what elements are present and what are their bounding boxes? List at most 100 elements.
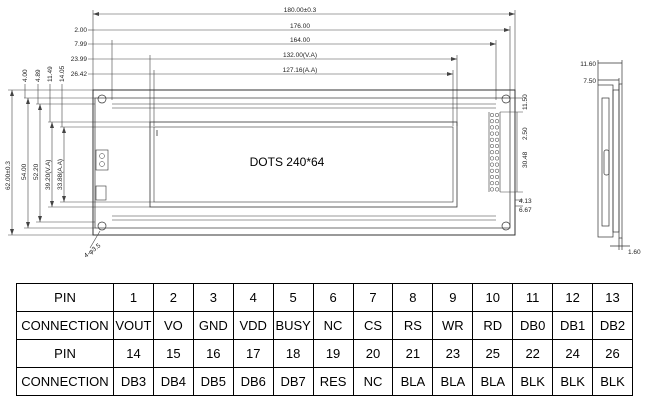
pin-signal-cell: BLA: [392, 367, 434, 396]
pin-signal-cell: DB7: [272, 367, 314, 396]
pin-number-cell: 3: [192, 283, 234, 312]
dim-2-5: 2.50: [522, 127, 529, 140]
pin-signal-cell: BLK: [592, 367, 633, 396]
dim-11-6: 11.60: [580, 61, 596, 68]
pin-signal-cell: DB4: [152, 367, 194, 396]
dim-30-48: 30.48: [522, 151, 529, 168]
pin-number-cell: 19: [312, 339, 354, 368]
pin-number-cell: 5: [272, 283, 314, 312]
connector-pin-hole: [489, 150, 495, 155]
dim-overall-width: 180.00±0.3: [284, 7, 317, 14]
left-dimensions: [8, 84, 154, 236]
pin-number-cell: 18: [272, 339, 314, 368]
connector-pin-hole: [494, 187, 500, 192]
pin-number-cell: 21: [392, 339, 434, 368]
display-resolution-label: DOTS 240*64: [250, 155, 325, 169]
dim-offset-7-99: 7.99: [74, 41, 87, 48]
pin-signal-cell: DB0: [512, 311, 554, 340]
connector-pin-hole: [489, 181, 495, 186]
pin-signal-cell: BUSY: [272, 311, 314, 340]
pin-number-cell: 13: [592, 283, 633, 312]
pin-signal-cell: DB6: [232, 367, 274, 396]
pin-number-cell: 2: [152, 283, 194, 312]
hole-callout: [89, 230, 101, 249]
pin-signal-cell: BLK: [552, 367, 594, 396]
pin-signal-cell: VO: [152, 311, 194, 340]
pin-connector: [488, 112, 501, 192]
pin-number-cell: 9: [432, 283, 474, 312]
dim-14-05: 14.05: [59, 65, 66, 82]
dim-11-5: 11.50: [522, 94, 529, 110]
connector-pin-hole: [494, 181, 500, 186]
pin-number-cell: 7: [352, 283, 394, 312]
pin-number-cell: 12: [552, 283, 594, 312]
pin-number-cell: 1: [113, 283, 154, 312]
dim-active-area-width: 127.16(A.A): [283, 67, 318, 74]
pin-number-cell: 11: [512, 283, 554, 312]
dim-54: 54.00: [21, 163, 28, 180]
pin-signal-cell: RES: [312, 367, 354, 396]
dim-offset-26-42: 26.42: [71, 71, 88, 78]
dim-view-area-height: 39.20(V.A): [45, 160, 52, 190]
dim-176: 176.00: [290, 23, 310, 30]
dim-offset-2: 2.00: [74, 27, 87, 34]
connector-pin-hole: [489, 162, 495, 167]
connector-pin-hole: [489, 125, 495, 130]
pin-signal-cell: DB3: [113, 367, 154, 396]
pin-number-cell: 16: [192, 339, 234, 368]
connection-row-header: CONNECTION: [16, 367, 114, 396]
dim-overall-height: 62.00±0.3: [5, 161, 12, 190]
pin-row-header: PIN: [16, 283, 114, 312]
connector-pin-hole: [494, 174, 500, 180]
connector-pin-hole: [494, 131, 500, 136]
pin-number-cell: 25: [472, 339, 514, 368]
dim-active-area-height: 33.88(A.A): [57, 159, 64, 190]
dim-6-67: 6.67: [519, 207, 532, 214]
connection-row-header: CONNECTION: [16, 311, 114, 340]
pin-number-cell: 22: [512, 339, 554, 368]
pin-number-cell: 6: [312, 283, 354, 312]
connector-pin-hole: [489, 119, 495, 124]
side-view: [597, 60, 630, 250]
connector-pin-hole: [489, 137, 495, 142]
pin-number-cell: 17: [232, 339, 274, 368]
dim-1-6: 1.60: [628, 249, 641, 256]
dim-offset-23-99: 23.99: [71, 56, 88, 63]
dim-52-2: 52.20: [33, 163, 40, 180]
pin-number-cell: 15: [152, 339, 194, 368]
connector-pin-hole: [494, 119, 500, 124]
connector-pin-hole: [489, 112, 495, 118]
connector-pin-hole: [494, 150, 500, 155]
left-dimension-arrows: [10, 90, 66, 235]
connector-pin-hole: [489, 156, 495, 161]
connector-pin-hole: [494, 168, 500, 173]
pin-signal-cell: BLA: [432, 367, 474, 396]
pin-signal-cell: VDD: [232, 311, 274, 340]
lcd-module-drawing: 180.00±0.3 176.00 164.00 132.00(V.A) 127…: [5, 7, 641, 260]
pin-signal-cell: DB5: [192, 367, 234, 396]
connector-pin-hole: [494, 162, 500, 167]
connector-pin-hole: [494, 137, 500, 142]
pin-number-cell: 24: [552, 339, 594, 368]
top-dimension-arrows: [93, 12, 515, 76]
pin-signal-cell: CS: [352, 311, 394, 340]
pin-number-cell: 26: [592, 339, 633, 368]
dim-4-89: 4.89: [35, 69, 42, 82]
pin-number-cell: 8: [392, 283, 434, 312]
pin-signal-cell: NC: [352, 367, 394, 396]
dim-view-area-width: 132.00(V.A): [283, 52, 317, 59]
pin-signal-cell: GND: [192, 311, 234, 340]
pin-number-cell: 10: [472, 283, 514, 312]
dim-4-13: 4.13: [519, 198, 532, 205]
pin-signal-cell: BLK: [512, 367, 554, 396]
pin-signal-cell: RD: [472, 311, 514, 340]
pin-number-cell: 4: [232, 283, 274, 312]
right-dimensions: [500, 97, 523, 207]
pin-signal-cell: VOUT: [113, 311, 154, 340]
pin-signal-cell: BLA: [472, 367, 514, 396]
